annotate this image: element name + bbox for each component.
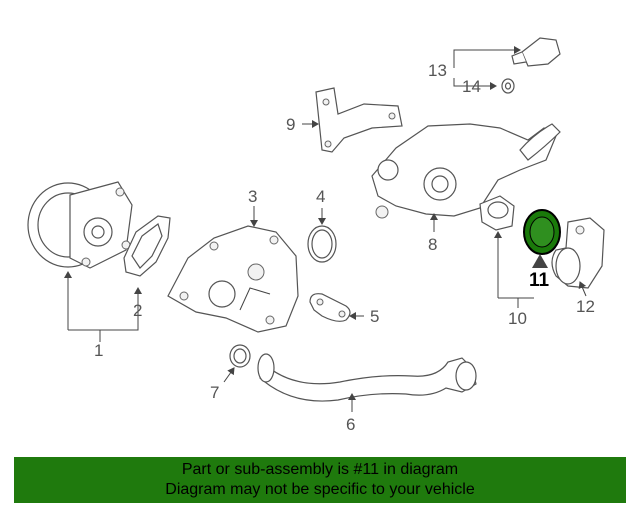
water-outlet-housing[interactable]: [167, 225, 299, 333]
callout-14[interactable]: 14: [462, 77, 481, 96]
callout-12[interactable]: 12: [576, 297, 595, 316]
callout-2[interactable]: 2: [133, 301, 142, 320]
temperature-sensor[interactable]: [511, 37, 561, 67]
water-outlet[interactable]: [551, 217, 605, 289]
banner-line-2: Diagram may not be specific to your vehi…: [165, 481, 475, 498]
callout-8[interactable]: 8: [428, 235, 437, 254]
leader-lines: [64, 46, 587, 412]
callout-10[interactable]: 10: [508, 309, 527, 328]
thermostat[interactable]: [479, 195, 515, 231]
pump-gasket[interactable]: [123, 215, 171, 277]
callout-5[interactable]: 5: [370, 307, 379, 326]
o-ring-4[interactable]: [307, 225, 337, 263]
thermostat-housing[interactable]: [371, 123, 561, 219]
callout-4[interactable]: 4: [316, 187, 325, 206]
callout-3[interactable]: 3: [248, 187, 257, 206]
water-pump[interactable]: [27, 181, 133, 269]
gasket-5[interactable]: [309, 293, 351, 322]
callout-7[interactable]: 7: [210, 383, 219, 402]
parts-diagram: 1 2 3 4 5 6 7 8 9 10 11 12 13 14: [27, 37, 605, 434]
callout-9[interactable]: 9: [286, 115, 295, 134]
seal-11-highlighted[interactable]: [523, 209, 561, 255]
bracket[interactable]: [315, 87, 403, 153]
part-info-banner: Part or sub-assembly is #11 in diagram D…: [14, 457, 626, 503]
coolant-hose[interactable]: [257, 353, 477, 402]
washer-14[interactable]: [501, 78, 515, 94]
o-ring-7[interactable]: [229, 344, 251, 368]
callout-13[interactable]: 13: [428, 61, 447, 80]
banner-line-1: Part or sub-assembly is #11 in diagram: [181, 461, 459, 478]
callout-6[interactable]: 6: [346, 415, 355, 434]
callout-1[interactable]: 1: [94, 341, 103, 360]
callout-11[interactable]: 11: [529, 270, 550, 291]
